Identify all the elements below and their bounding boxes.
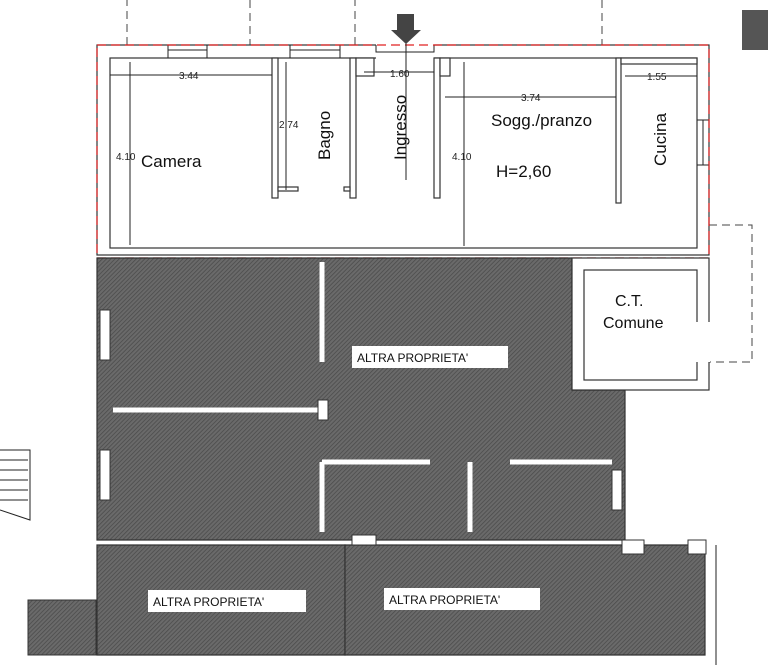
dashed-outline-top xyxy=(126,0,753,363)
other-property-bottom xyxy=(0,449,717,665)
dim-cucina-width: 1.55 xyxy=(647,72,667,83)
dim-soggiorno-depth: 4.10 xyxy=(452,152,472,163)
entrance-arrow-icon xyxy=(391,14,421,44)
other-property-label-bottom-left: ALTRA PROPRIETA' xyxy=(153,595,264,609)
dim-soggiorno-width: 3.74 xyxy=(521,93,541,104)
dim-camera-depth: 4.10 xyxy=(116,152,136,163)
ct-label-line1: C.T. xyxy=(615,293,643,310)
dim-bagno-depth: 2.74 xyxy=(279,120,299,131)
room-label-cucina: Cucina xyxy=(651,113,670,166)
dimension-lines xyxy=(110,30,697,246)
ct-label-line2: Comune xyxy=(603,315,664,332)
height-note: H=2,60 xyxy=(496,162,551,181)
apartment-walls xyxy=(96,44,710,259)
adjacent-block xyxy=(742,10,768,50)
ct-room xyxy=(571,257,710,391)
room-label-camera: Camera xyxy=(141,152,202,171)
dim-ingresso-width: 1.60 xyxy=(390,69,410,80)
other-property-label-bottom-right: ALTRA PROPRIETA' xyxy=(389,593,500,607)
room-label-soggiorno: Sogg./pranzo xyxy=(491,111,592,130)
room-label-bagno: Bagno xyxy=(315,111,334,160)
dim-camera-width: 3.44 xyxy=(179,71,199,82)
other-property-label-center: ALTRA PROPRIETA' xyxy=(357,351,468,365)
room-label-ingresso: Ingresso xyxy=(391,95,410,160)
other-property-block xyxy=(96,257,626,541)
